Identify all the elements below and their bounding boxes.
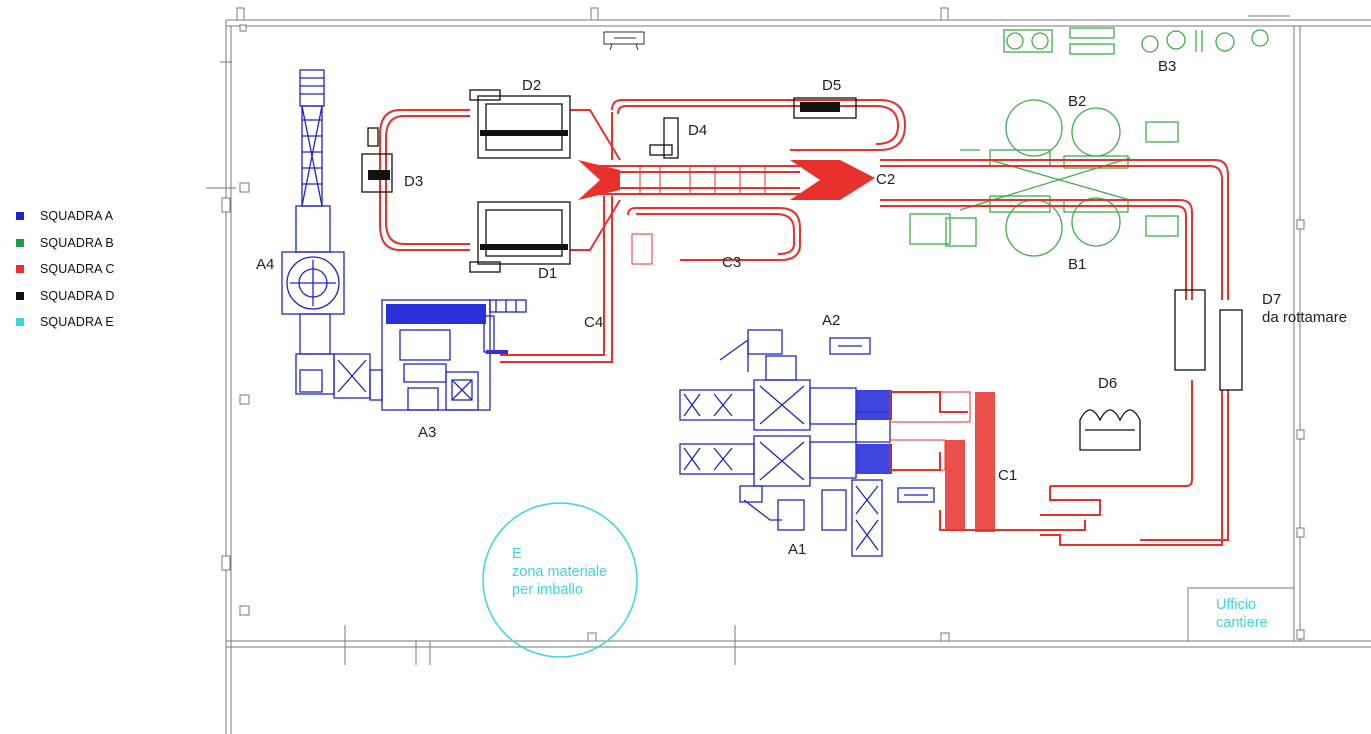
team-c-grid-lines <box>631 166 971 471</box>
zone-label-a1: A1 <box>788 541 807 558</box>
legend-label: SQUADRA C <box>40 262 115 277</box>
zone-label-c2: C2 <box>876 171 896 188</box>
legend-item-squadra-d: SQUADRA D <box>16 283 115 310</box>
zone-label-d2: D2 <box>522 77 542 94</box>
legend-item-squadra-e: SQUADRA E <box>16 309 115 336</box>
zone-label-d3: D3 <box>404 173 424 190</box>
office-label-line1: Ufficio <box>1216 597 1257 613</box>
legend-swatch <box>16 291 24 300</box>
team-a-equipment <box>281 69 935 557</box>
zone-label-a4: A4 <box>256 256 275 273</box>
team-c-central-junction <box>578 160 995 532</box>
team-d-equipment <box>361 89 1243 451</box>
legend-label: SQUADRA E <box>40 315 114 330</box>
office-label-line2: cantiere <box>1216 615 1268 631</box>
team-c-conveyors <box>379 99 1229 546</box>
columns <box>221 7 1305 642</box>
zone-label-c3: C3 <box>722 254 742 271</box>
zone-label-b3: B3 <box>1158 58 1177 75</box>
team-d-press-details <box>368 102 840 250</box>
zone-label-d4: D4 <box>688 122 708 139</box>
legend-label: SQUADRA D <box>40 288 115 303</box>
zone-label-c4: C4 <box>584 314 604 331</box>
zone-label-d5: D5 <box>822 77 842 94</box>
zone-e-desc-line2: per imballo <box>512 582 583 598</box>
zone-label-a3: A3 <box>418 424 437 441</box>
legend-item-squadra-c: SQUADRA C <box>16 256 115 283</box>
legend-swatch <box>16 212 24 221</box>
zone-label-d6: D6 <box>1098 375 1118 392</box>
zone-label-d1: D1 <box>538 265 558 282</box>
zone-label-b2: B2 <box>1068 93 1087 110</box>
site-office-box <box>1187 587 1295 642</box>
zone-label-b1: B1 <box>1068 256 1087 273</box>
legend-item-squadra-a: SQUADRA A <box>16 203 115 230</box>
legend-swatch <box>16 265 24 274</box>
team-a-conveyor <box>486 350 892 474</box>
zone-e-label: E <box>512 546 522 562</box>
legend-label: SQUADRA B <box>40 235 114 250</box>
zone-label-c1: C1 <box>998 467 1018 484</box>
zone-e-desc-line1: zona materiale <box>512 564 608 580</box>
zone-label-d7: D7 <box>1262 291 1282 308</box>
legend-item-squadra-b: SQUADRA B <box>16 230 115 257</box>
top-wall-fixture <box>603 31 645 51</box>
legend-label: SQUADRA A <box>40 209 114 224</box>
legend-swatch <box>16 238 24 247</box>
zone-label-a2: A2 <box>822 312 841 329</box>
team-b-equipment <box>909 27 1269 257</box>
legend: SQUADRA A SQUADRA B SQUADRA C SQUADRA D … <box>16 203 115 336</box>
zone-label-d7-note: da rottamare <box>1262 309 1348 326</box>
building-walls <box>206 15 1371 734</box>
zone-e-circle <box>482 502 638 658</box>
legend-swatch <box>16 318 24 327</box>
